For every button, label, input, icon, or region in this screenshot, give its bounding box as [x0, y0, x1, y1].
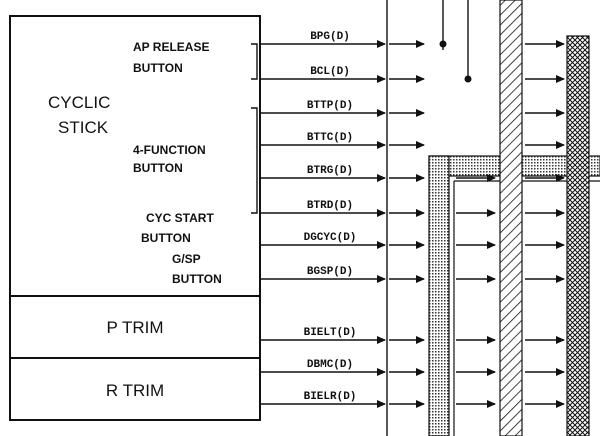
junction-dot: [439, 40, 447, 48]
signal-wires: BPG(D) BCL(D) BTTP(D) BTTC(D) BTRG(D) BTRD(D)…: [260, 31, 565, 408]
cyclic-stick-block: [9, 15, 261, 297]
dotted-bar-vertical: [428, 155, 450, 436]
four-function-label-line1: 4-FUNCTION: [133, 143, 206, 157]
cyc-start-label-line1: CYC START: [146, 211, 214, 225]
signal-label: BPG(D): [310, 31, 350, 43]
cyclic-stick-label-line1: CYCLIC: [48, 93, 110, 112]
gsp-label-line2: BUTTON: [172, 272, 222, 286]
r-trim-block: [9, 357, 261, 421]
p-trim-label: P TRIM: [107, 318, 164, 337]
ap-release-label-line1: AP RELEASE: [133, 40, 209, 54]
signal-label: BTRD(D): [307, 200, 353, 212]
signal-label: BCL(D): [310, 66, 350, 78]
signal-label: BIELT(D): [304, 327, 357, 339]
signal-label: BTRG(D): [307, 165, 353, 177]
hatched-bar: [499, 0, 523, 436]
four-function-bracket: [251, 107, 258, 214]
four-function-label-line2: BUTTON: [133, 161, 183, 175]
signal-label: BGSP(D): [307, 266, 353, 278]
ap-release-bracket: [251, 43, 258, 80]
junction-dot: [464, 75, 472, 83]
signal-label: BTTC(D): [307, 132, 353, 144]
gsp-label-line1: G/SP: [172, 252, 201, 266]
r-trim-label: R TRIM: [106, 381, 164, 400]
ap-release-label-line2: BUTTON: [133, 61, 183, 75]
signal-label: DGCYC(D): [304, 232, 357, 244]
p-trim-block: [9, 295, 261, 359]
cyc-start-label-line2: BUTTON: [141, 231, 191, 245]
signal-label: BTTP(D): [307, 100, 353, 112]
cyclic-stick-label-line2: STICK: [58, 118, 109, 137]
signal-label: DBMC(D): [307, 359, 353, 371]
signal-label: BIELR(D): [304, 391, 357, 403]
crosshatched-bar: [566, 35, 590, 436]
